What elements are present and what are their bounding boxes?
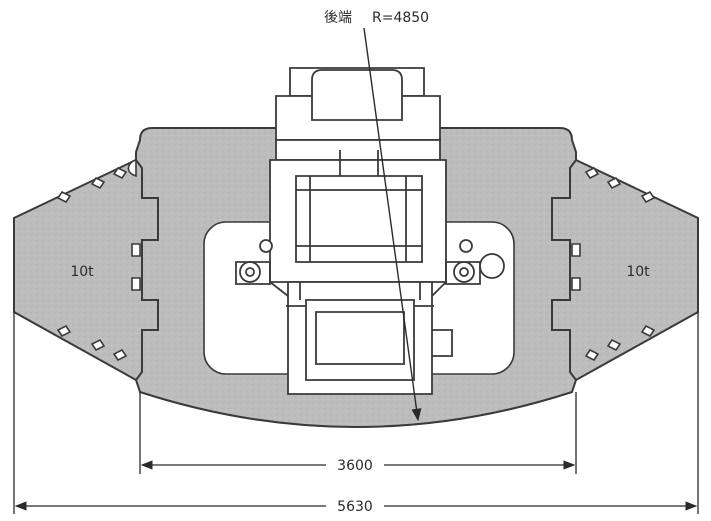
dimension-lines [13, 312, 699, 514]
callout-value: R=4850 [372, 10, 429, 26]
left-wing-notches [56, 158, 141, 362]
left-weight-label: 10t [70, 264, 94, 280]
right-wing-notches [571, 166, 656, 362]
callout-leader-line [363, 27, 422, 422]
left-wing-block [13, 158, 159, 382]
rear-radius-callout: 後端 R=4850 [324, 10, 429, 26]
right-wing-block [551, 158, 699, 382]
callout-label: 後端 [324, 10, 352, 26]
machine-frame [235, 67, 505, 395]
inner-dimension-value: 3600 [337, 458, 373, 474]
inner-dimension: 3600 [140, 458, 576, 474]
outer-dimension: 5630 [14, 499, 698, 515]
outer-dimension-value: 5630 [337, 499, 373, 515]
right-weight-label: 10t [626, 264, 650, 280]
